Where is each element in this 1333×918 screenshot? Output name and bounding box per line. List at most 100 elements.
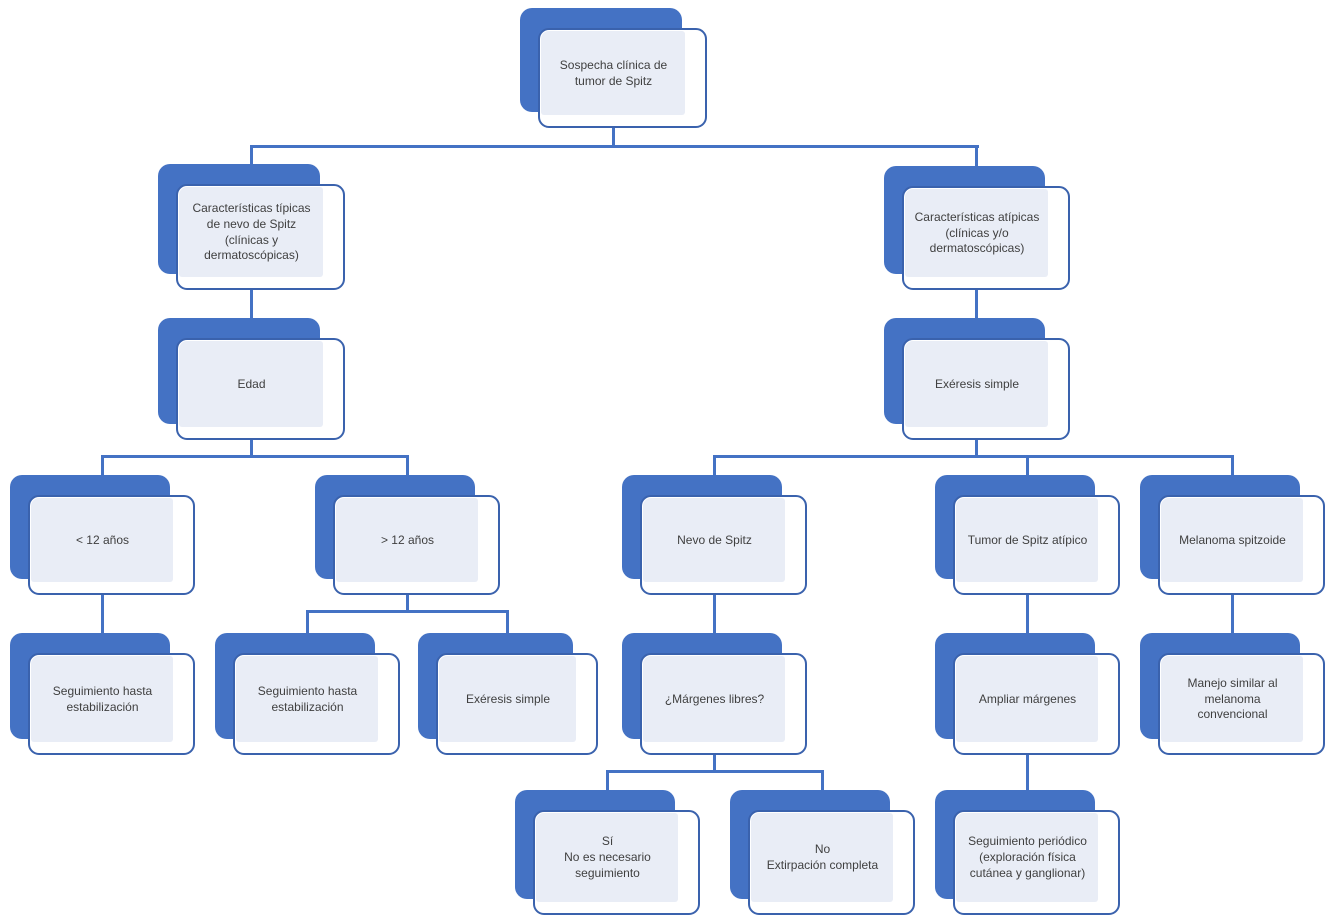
flow-node-mayor-12: > 12 años xyxy=(315,475,500,595)
node-label: Seguimiento periódico (exploración físic… xyxy=(968,834,1087,880)
node-fill xyxy=(956,498,1098,582)
node-box: Exéresis simple xyxy=(902,338,1070,440)
node-box: Seguimiento periódico (exploración físic… xyxy=(953,810,1120,915)
node-fill xyxy=(751,813,893,902)
connector-mayor12-stem xyxy=(406,595,409,612)
connector-nevo-margenes xyxy=(713,595,716,633)
flow-node-seguimiento-periodico: Seguimiento periódico (exploración físic… xyxy=(935,790,1120,915)
connector-root-stem xyxy=(612,128,615,148)
node-box: Seguimiento hasta estabilización xyxy=(233,653,400,755)
connector-drop-menor12 xyxy=(101,455,104,475)
node-box: < 12 años xyxy=(28,495,195,595)
flow-node-seguimiento-1: Seguimiento hasta estabilización xyxy=(10,633,195,755)
node-box: Seguimiento hasta estabilización xyxy=(28,653,195,755)
node-label: Exéresis simple xyxy=(934,376,1020,391)
node-box: Melanoma spitzoide xyxy=(1158,495,1325,595)
node-fill xyxy=(179,341,323,427)
node-box: Características típicas de nevo de Spitz… xyxy=(176,184,345,290)
node-box: Sí No es necesario seguimiento xyxy=(533,810,700,915)
node-box: Manejo similar al melanoma convencional xyxy=(1158,653,1325,755)
flow-node-manejo-melanoma: Manejo similar al melanoma convencional xyxy=(1140,633,1325,755)
connector-tumor-ampliar xyxy=(1026,595,1029,633)
connector-exeresis-stem xyxy=(975,440,978,458)
flow-node-edad: Edad xyxy=(158,318,345,440)
node-box: No Extirpación completa xyxy=(748,810,915,915)
node-label: Manejo similar al melanoma convencional xyxy=(1187,675,1278,722)
connector-root-branch xyxy=(250,145,979,148)
flow-node-exeresis-simple-1: Exéresis simple xyxy=(884,318,1070,440)
connector-margenes-branch xyxy=(606,770,824,773)
node-box: Sospecha clínica de tumor de Spitz xyxy=(538,28,707,128)
node-box: Ampliar márgenes xyxy=(953,653,1120,755)
connector-drop-mayor12 xyxy=(406,455,409,475)
connector-exeresis-branch xyxy=(713,455,1234,458)
node-box: Edad xyxy=(176,338,345,440)
node-box: Exéresis simple xyxy=(436,653,598,755)
flow-node-tipicas: Características típicas de nevo de Spitz… xyxy=(158,164,345,290)
node-label: Sospecha clínica de tumor de Spitz xyxy=(559,57,668,88)
node-fill xyxy=(956,813,1098,902)
connector-edad-stem xyxy=(250,440,253,458)
connector-drop-tumor-atipico xyxy=(1026,455,1029,475)
connector-drop-no xyxy=(821,770,824,790)
node-label: Exéresis simple xyxy=(465,691,551,706)
connector-mayor12-branch xyxy=(306,610,509,613)
node-fill xyxy=(536,813,678,902)
node-box: Nevo de Spitz xyxy=(640,495,807,595)
node-fill xyxy=(31,498,173,582)
flow-node-seguimiento-2: Seguimiento hasta estabilización xyxy=(215,633,400,755)
flow-node-margenes-libres: ¿Márgenes libres? xyxy=(622,633,807,755)
connector-edad-branch xyxy=(101,455,409,458)
flow-node-exeresis-simple-2: Exéresis simple xyxy=(418,633,598,755)
node-fill xyxy=(1161,656,1303,742)
node-label: ¿Márgenes libres? xyxy=(664,691,765,706)
node-fill xyxy=(179,187,323,277)
connector-menor12-seguimiento xyxy=(101,595,104,633)
node-label: > 12 años xyxy=(380,532,435,547)
node-fill xyxy=(336,498,478,582)
connector-ampliar-seguimiento xyxy=(1026,755,1029,790)
flow-node-sospecha: Sospecha clínica de tumor de Spitz xyxy=(520,8,707,128)
flow-node-menor-12: < 12 años xyxy=(10,475,195,595)
node-label: Seguimiento hasta estabilización xyxy=(52,683,153,714)
connector-drop-atipicas xyxy=(975,145,978,166)
node-label: Características típicas de nevo de Spitz… xyxy=(192,200,311,263)
node-label: Edad xyxy=(237,376,266,391)
flow-node-tumor-spitz-atipico: Tumor de Spitz atípico xyxy=(935,475,1120,595)
flow-node-atipicas: Características atípicas (clínicas y/o d… xyxy=(884,166,1070,290)
flow-node-no: No Extirpación completa xyxy=(730,790,915,915)
connector-drop-seguimiento2 xyxy=(306,610,309,633)
node-fill xyxy=(643,498,785,582)
connector-melanoma-manejo xyxy=(1231,595,1234,633)
node-label: Melanoma spitzoide xyxy=(1179,532,1286,547)
node-fill xyxy=(439,656,576,742)
node-fill xyxy=(1161,498,1303,582)
node-fill xyxy=(905,341,1048,427)
node-fill xyxy=(956,656,1098,742)
node-label: Sí No es necesario seguimiento xyxy=(564,834,651,880)
node-label: Seguimiento hasta estabilización xyxy=(257,683,358,714)
node-fill xyxy=(541,31,685,115)
flow-node-ampliar-margenes: Ampliar márgenes xyxy=(935,633,1120,755)
flow-node-melanoma-spitzoide: Melanoma spitzoide xyxy=(1140,475,1325,595)
connector-drop-si xyxy=(606,770,609,790)
flow-node-nevo-spitz: Nevo de Spitz xyxy=(622,475,807,595)
connector-tipicas-edad xyxy=(250,290,253,318)
node-fill xyxy=(236,656,378,742)
node-box: > 12 años xyxy=(333,495,500,595)
connector-atipicas-exeresis xyxy=(975,290,978,318)
node-box: Tumor de Spitz atípico xyxy=(953,495,1120,595)
node-fill xyxy=(643,656,785,742)
connector-drop-melanoma xyxy=(1231,455,1234,475)
node-label: < 12 años xyxy=(75,532,130,547)
node-label: Nevo de Spitz xyxy=(677,532,752,547)
node-fill xyxy=(31,656,173,742)
flow-node-si: Sí No es necesario seguimiento xyxy=(515,790,700,915)
node-fill xyxy=(905,189,1048,277)
connector-drop-tipicas xyxy=(250,145,253,165)
node-label: No Extirpación completa xyxy=(766,842,879,872)
node-box: Características atípicas (clínicas y/o d… xyxy=(902,186,1070,290)
node-label: Tumor de Spitz atípico xyxy=(967,532,1088,547)
node-box: ¿Márgenes libres? xyxy=(640,653,807,755)
